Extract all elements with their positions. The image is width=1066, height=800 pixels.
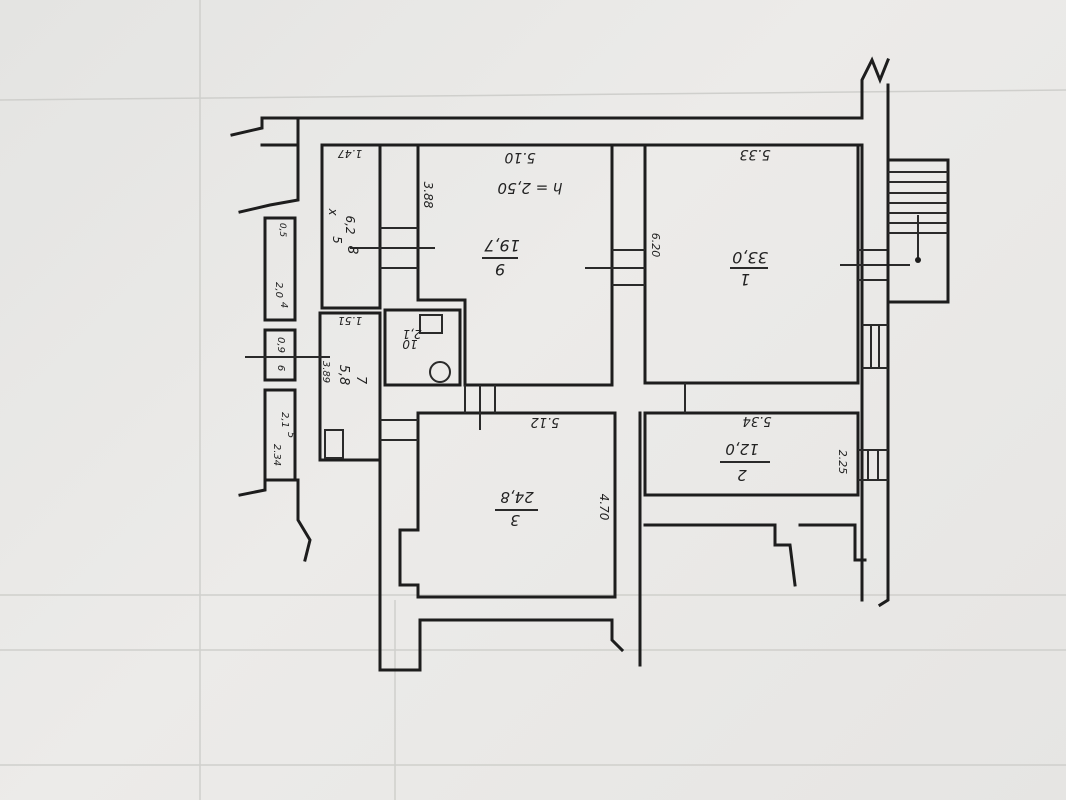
- room-8-width: 1.47: [338, 147, 363, 160]
- room-1-depth: 6.20: [649, 233, 662, 258]
- room-5-area: 2,1: [279, 412, 290, 428]
- ceiling-height: h = 2,50: [497, 179, 562, 197]
- room-5-depth: 2.34: [271, 444, 282, 466]
- room-4-number: 4: [278, 302, 289, 308]
- room-9-width: 5.10: [504, 149, 535, 165]
- room-7-number: 7: [353, 376, 368, 385]
- room-10-area: 2,1: [402, 327, 421, 341]
- room-9-number: 9: [495, 260, 505, 279]
- room-7-width: 1.51: [338, 314, 363, 327]
- room-1-area: 33,0: [732, 248, 768, 267]
- room-9-depth: 3.88: [421, 182, 435, 209]
- room-2-number: 2: [737, 466, 747, 484]
- room-7-depth: 3.89: [320, 361, 331, 383]
- room-3-width: 5.12: [531, 414, 560, 429]
- room-8-area: 6,2: [343, 215, 357, 234]
- room-2-area: 12,0: [725, 440, 758, 458]
- room-3-area: 24,8: [500, 488, 533, 506]
- staircase: [886, 158, 950, 304]
- room-1-number: 1: [740, 270, 750, 289]
- room-6-number: 6: [275, 365, 286, 371]
- room-1-width: 5.33: [739, 146, 770, 162]
- walls: [230, 56, 910, 672]
- room-9-area: 19,7: [483, 236, 519, 255]
- room-8-number: 8: [344, 246, 360, 255]
- room-4-dim: 0,5: [277, 223, 287, 238]
- room-labels: 5.10 h = 2,50 3.88 19,7 9 5.33 6.20 33,0…: [271, 146, 849, 529]
- room-8-dim: 5: [330, 236, 344, 244]
- room-5-number: 5: [285, 432, 296, 438]
- room-7-area: 5,8: [336, 365, 351, 386]
- room-3-number: 3: [510, 511, 520, 529]
- room-8-mark: х: [326, 207, 340, 216]
- room-2-width: 5.34: [743, 413, 772, 428]
- room-2-depth: 2.25: [836, 450, 849, 475]
- room-3-depth: 4.70: [597, 494, 611, 521]
- room-10-label: 10: [402, 337, 418, 351]
- room-6-area: 0,9: [275, 337, 286, 353]
- room-4-area: 2,0: [273, 282, 284, 298]
